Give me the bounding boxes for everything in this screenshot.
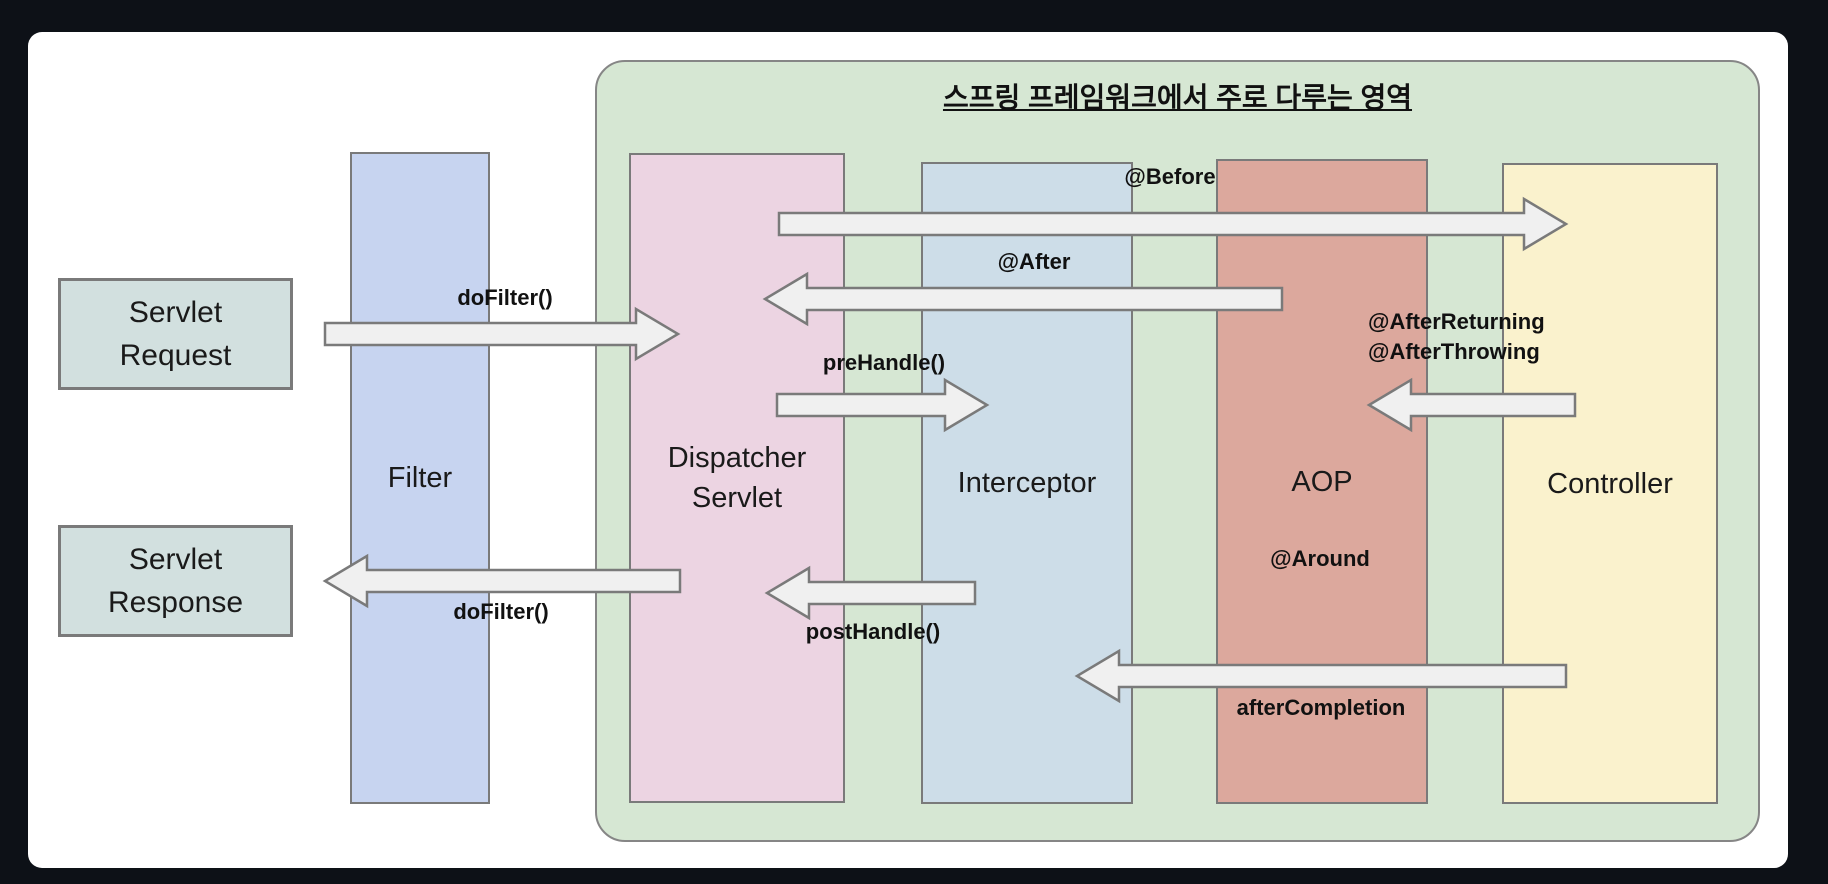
servlet-request-box: Servlet Request xyxy=(58,278,293,390)
servlet-response-box: Servlet Response xyxy=(58,525,293,637)
before-label: @Before xyxy=(1124,164,1216,189)
afterreturning-throwing-label: @AfterReturning @AfterThrowing xyxy=(1368,307,1545,367)
afterthrowing-label: @AfterThrowing xyxy=(1368,339,1540,364)
column-dispatcher-servlet: Dispatcher Servlet xyxy=(629,153,845,803)
dofilter-request-label: doFilter() xyxy=(457,285,553,310)
interceptor-label: Interceptor xyxy=(957,467,1097,499)
filter-label: Filter xyxy=(387,462,453,494)
posthandle-label: postHandle() xyxy=(805,619,941,644)
dispatcher-servlet-label: Dispatcher Servlet xyxy=(667,442,807,514)
after-label: @After xyxy=(997,249,1071,274)
column-interceptor: Interceptor xyxy=(921,162,1133,804)
dofilter-response-label: doFilter() xyxy=(453,599,549,624)
aop-label: AOP xyxy=(1291,465,1353,498)
prehandle-label: preHandle() xyxy=(822,350,946,375)
column-controller: Controller xyxy=(1502,163,1718,804)
aftercompletion-label: afterCompletion xyxy=(1236,695,1406,720)
servlet-response-label: Servlet Response xyxy=(107,543,244,619)
controller-label: Controller xyxy=(1547,467,1673,500)
diagram-canvas: 스프링 프레임워크에서 주로 다루는 영역 Filter Dispatcher … xyxy=(28,32,1788,868)
around-label: @Around xyxy=(1270,546,1370,571)
servlet-request-label: Servlet Request xyxy=(119,296,232,372)
afterreturning-label: @AfterReturning xyxy=(1368,309,1545,334)
column-filter: Filter xyxy=(350,152,490,804)
spring-scope-title: 스프링 프레임워크에서 주로 다루는 영역 xyxy=(942,82,1413,113)
